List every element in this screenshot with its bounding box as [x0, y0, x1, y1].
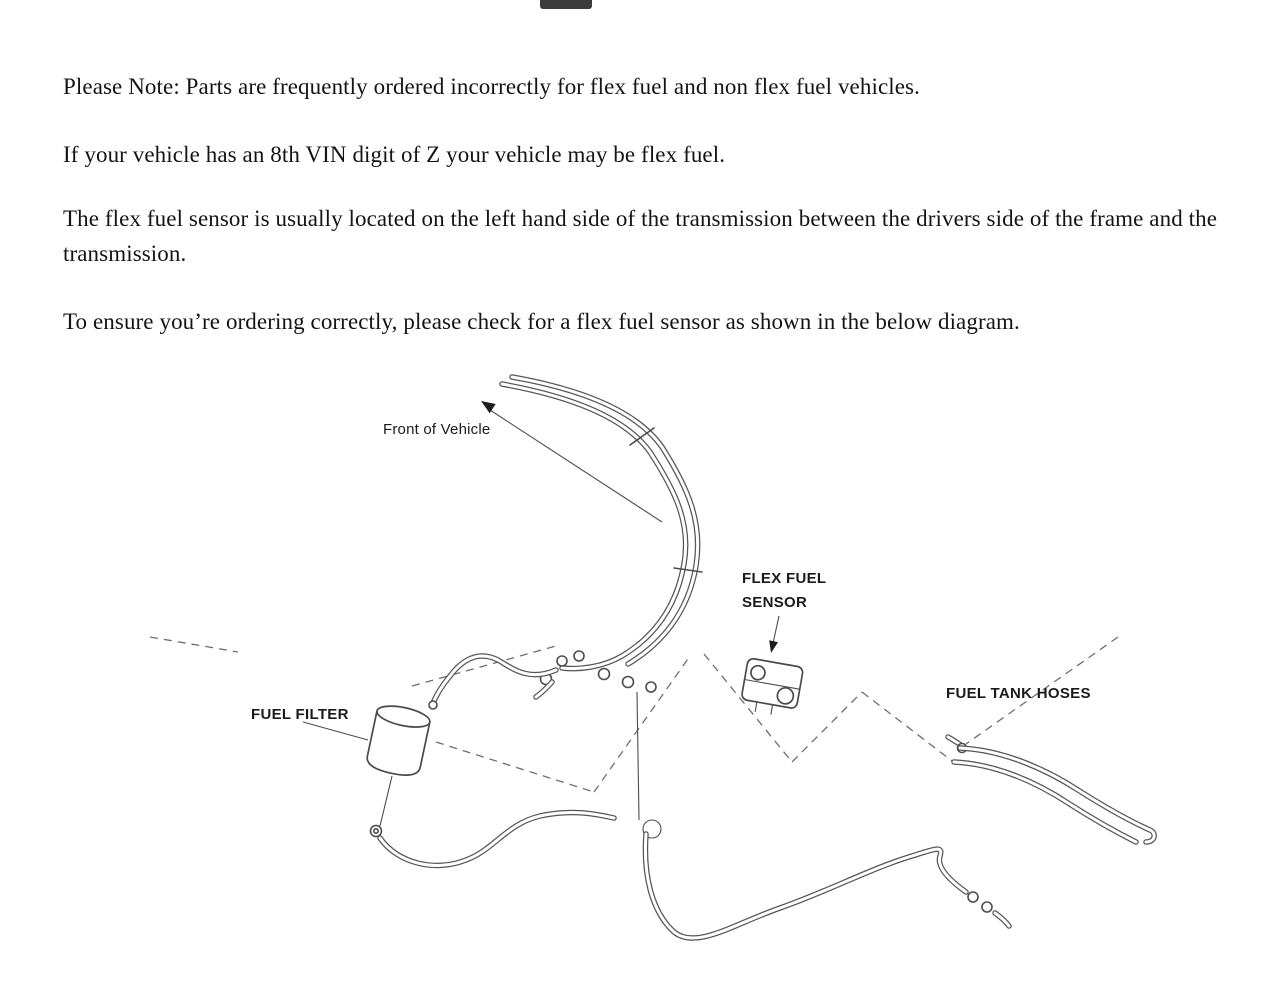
front-of-vehicle-label: Front of Vehicle	[383, 421, 491, 438]
flex-fuel-sensor-label: FLEX FUEL SENSOR	[742, 570, 826, 611]
fuel-filter-label: FUEL FILTER	[251, 706, 349, 723]
note-paragraph-4: To ensure you’re ordering correctly, ple…	[63, 309, 1020, 334]
fuel-filter-part	[302, 705, 431, 838]
fuel-tank-hoses-label: FUEL TANK HOSES	[946, 685, 1091, 702]
left-hoses	[428, 653, 559, 710]
flex-fuel-sensor-part	[741, 615, 804, 715]
bottom-left-hose	[377, 809, 617, 869]
flex-fuel-sensor-label-line1: FLEX FUEL	[742, 570, 827, 587]
front-of-vehicle-arrow	[481, 401, 663, 523]
bottom-center-hose	[636, 691, 1012, 941]
note-paragraph-2: If your vehicle has an 8th VIN digit of …	[63, 142, 726, 167]
note-paragraph-3: The flex fuel sensor is usually located …	[63, 206, 1218, 266]
flex-fuel-sensor-label-line2: SENSOR	[742, 594, 808, 611]
scan-artifact	[540, 0, 592, 9]
note-paragraph-1: Please Note: Parts are frequently ordere…	[63, 74, 920, 99]
reference-dashed-lines	[149, 636, 1119, 793]
fuel-tank-hoses-part	[945, 734, 1157, 845]
main-fuel-line-bundle	[499, 374, 703, 672]
